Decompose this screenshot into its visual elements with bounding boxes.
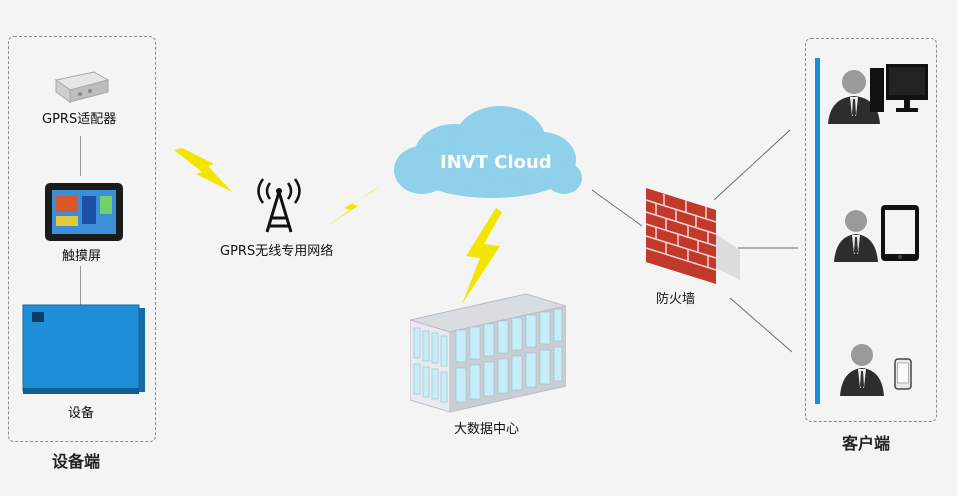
wireless-network-label: GPRS无线专用网络 <box>220 244 334 259</box>
cloud-icon <box>392 104 584 204</box>
firewall-icon <box>640 188 742 284</box>
client-user-icon <box>822 66 884 124</box>
lightning-icon <box>172 146 236 194</box>
gprs-adapter-label: GPRS适配器 <box>42 112 117 127</box>
gprs-adapter-icon <box>50 66 112 106</box>
data-center-label: 大数据中心 <box>454 422 520 437</box>
client-side-label: 客户端 <box>842 434 891 453</box>
desktop-computer-icon <box>870 64 930 118</box>
lightning-icon <box>458 206 506 306</box>
equipment-icon <box>22 304 146 396</box>
equipment-label: 设备 <box>68 406 95 421</box>
touchscreen-label: 触摸屏 <box>62 249 102 264</box>
mobile-phone-icon <box>894 358 912 390</box>
touchscreen-icon <box>44 182 124 242</box>
client-user-icon <box>830 206 882 262</box>
firewall-label: 防火墙 <box>656 292 696 307</box>
data-center-icon <box>410 290 566 414</box>
connector-line <box>80 136 81 176</box>
device-side-group-box <box>8 36 156 442</box>
antenna-icon <box>254 178 304 234</box>
lightning-icon <box>322 184 384 232</box>
tablet-icon <box>880 204 920 262</box>
cloud-label: INVT Cloud <box>440 152 552 173</box>
connector-line <box>80 266 81 306</box>
client-user-icon <box>838 340 888 396</box>
client-bus-bar <box>815 58 820 404</box>
device-side-label: 设备端 <box>52 452 101 471</box>
client-side-group-box <box>805 38 937 422</box>
